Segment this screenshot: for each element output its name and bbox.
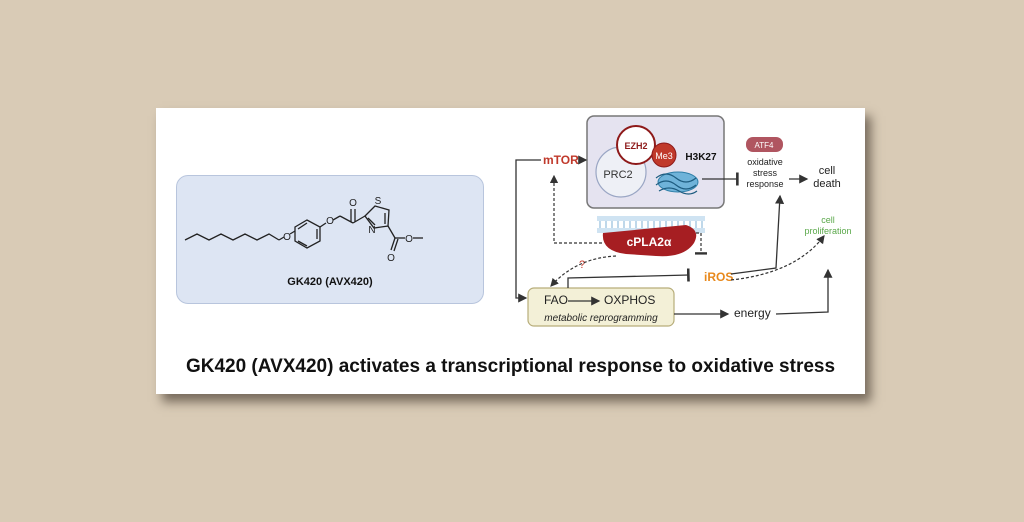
cpla2a-protein — [602, 225, 697, 257]
pathway-arrows — [515, 155, 833, 319]
dashed-arrow-to-proliferation — [730, 235, 825, 281]
dashed-arrow-to-fao — [550, 255, 617, 287]
oxidative-stress-response-line3: response — [746, 179, 783, 189]
cell-death-line1: cell — [819, 165, 836, 177]
dashed-inhibit-to-iros — [695, 232, 707, 255]
energy-label: energy — [734, 306, 771, 320]
pathway-diagram: EZH2 Me3 PRC2 H3K27 ATF4 oxidative stres… — [515, 115, 852, 327]
atf4-badge — [746, 137, 783, 152]
atom-o: O — [283, 232, 291, 243]
cell-proliferation-line2: proliferation — [804, 226, 851, 236]
dashed-arrow-to-mtor — [549, 174, 602, 244]
cell-death-line2: death — [813, 178, 841, 190]
ezh2-label: EZH2 — [624, 141, 647, 151]
oxphos-label: OXPHOS — [604, 293, 655, 307]
cpla2a-label: cPLA2α — [627, 235, 672, 249]
atom-n: N — [368, 225, 375, 236]
oxidative-stress-response-line2: stress — [753, 168, 778, 178]
atom-o: O — [387, 253, 395, 264]
atf4-label: ATF4 — [755, 141, 775, 150]
atom-s: S — [375, 196, 382, 207]
figure-caption: GK420 (AVX420) activates a transcription… — [185, 356, 836, 377]
fao-label: FAO — [544, 293, 568, 307]
molecule-name: GK420 (AVX420) — [287, 276, 373, 288]
prc2-label: PRC2 — [603, 169, 632, 181]
atom-o: O — [326, 216, 334, 227]
atom-o: O — [405, 234, 413, 245]
oxidative-stress-response-line1: oxidative — [747, 157, 783, 167]
molecule-structure: O O O S N O O — [184, 196, 423, 264]
molecule-panel: O O O S N O O GK420 (AVX420) — [176, 175, 484, 304]
cell-proliferation-line1: cell — [821, 215, 835, 225]
me3-label: Me3 — [655, 151, 673, 161]
nucleosome-icon — [655, 171, 699, 195]
h3k27-label: H3K27 — [685, 152, 717, 163]
metabolic-reprogramming-label: metabolic reprogramming — [544, 313, 658, 324]
mtor-label: mTOR — [543, 153, 579, 167]
iros-label: iROS — [704, 270, 733, 284]
me3-circle — [651, 142, 677, 168]
metabolic-reprogramming-box — [527, 287, 675, 327]
question-mark: ? — [579, 259, 585, 271]
graphical-abstract-card: O O O S N O O GK420 (AVX420) — [156, 108, 865, 394]
ezh2-circle — [616, 125, 656, 165]
atom-o: O — [349, 198, 357, 209]
